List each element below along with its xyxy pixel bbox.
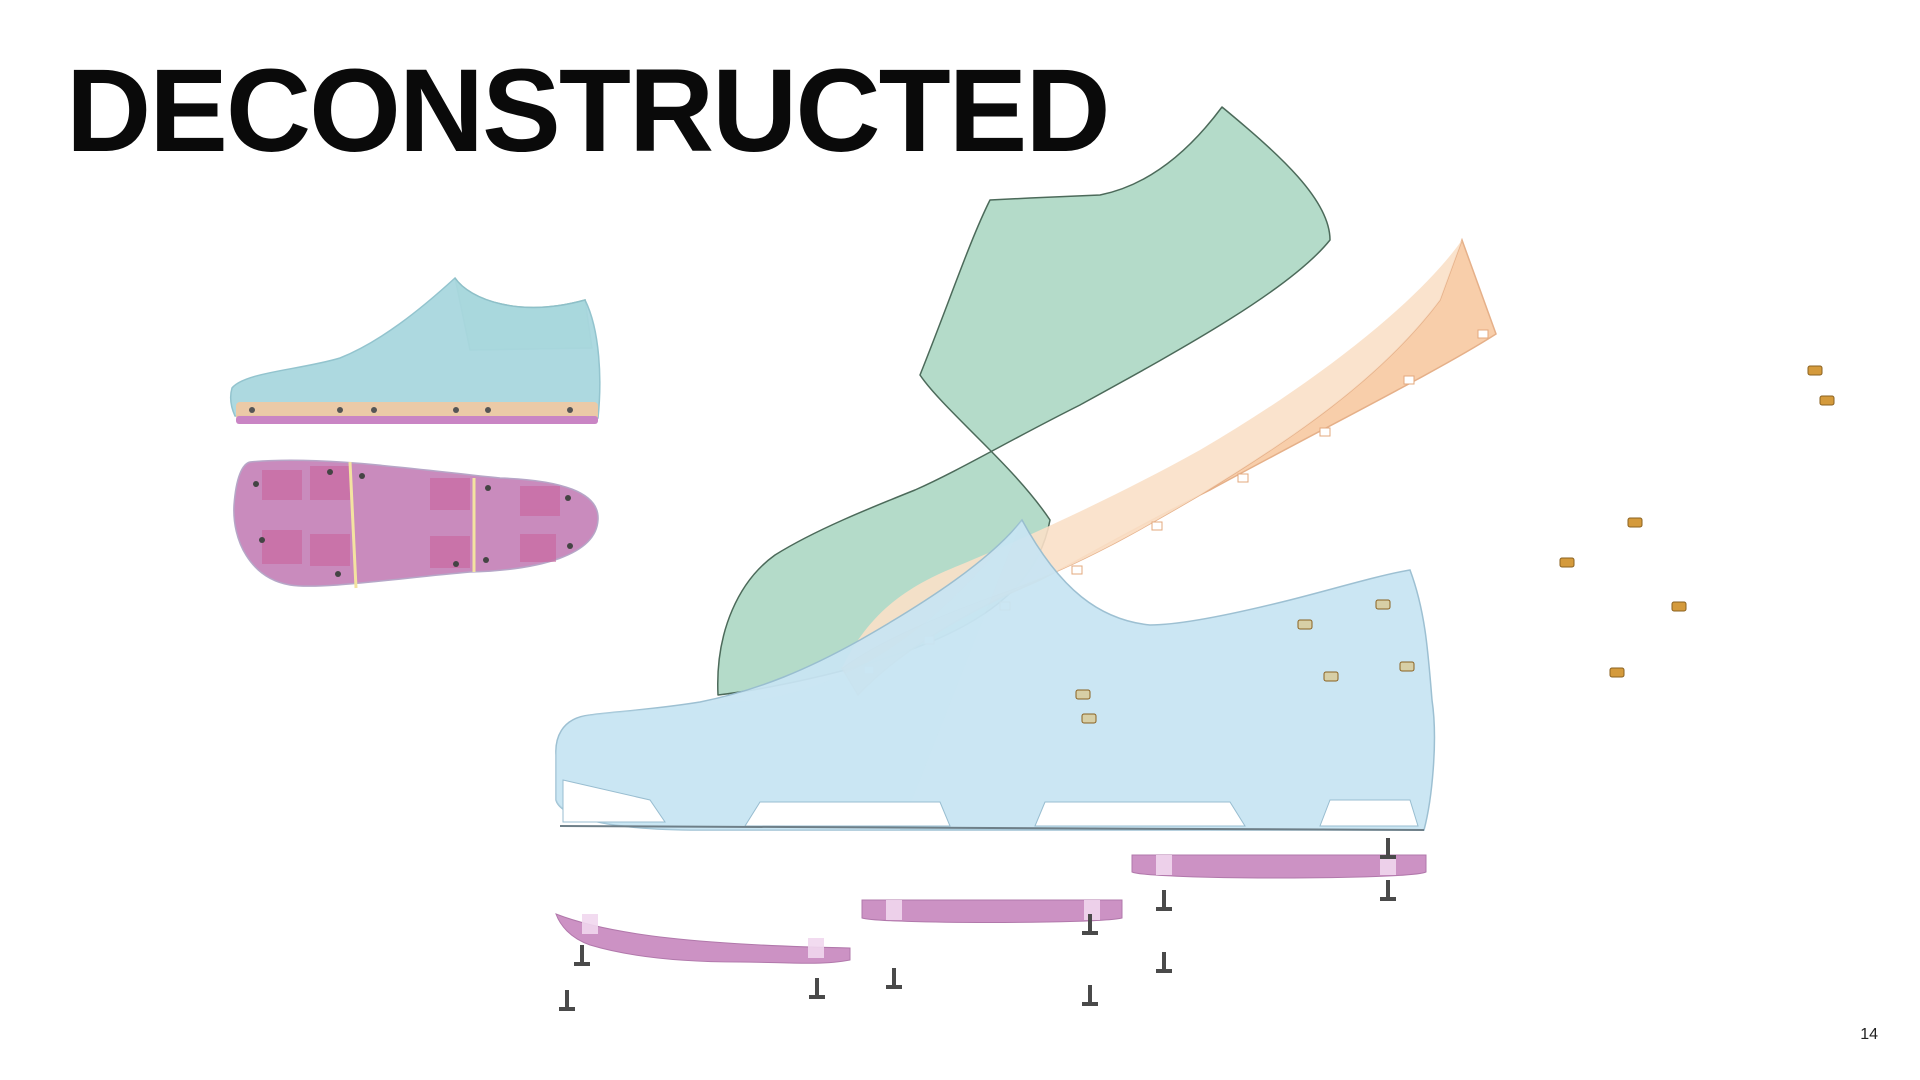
screw <box>559 990 575 1011</box>
screw <box>1156 890 1172 911</box>
assembled-shoe-side-view <box>230 276 601 424</box>
clip <box>1559 557 1575 568</box>
page-number: 14 <box>1860 1026 1878 1043</box>
assembled-midsole <box>236 402 598 420</box>
collar-main <box>717 106 1331 696</box>
outsole-segment-heel <box>1131 854 1427 879</box>
outsole-segment-toe <box>555 913 851 964</box>
clip <box>1627 517 1643 528</box>
screw <box>886 968 902 989</box>
exploded-screws <box>559 838 1396 1011</box>
assembled-outsole <box>236 416 598 424</box>
clip <box>1399 661 1415 672</box>
clip <box>1323 671 1339 682</box>
clip <box>1375 599 1391 610</box>
exploded-clips <box>1075 365 1835 724</box>
slide-title: DECONSTRUCTED <box>66 45 1111 177</box>
outsole-segment-mid <box>861 899 1123 923</box>
clip <box>1807 365 1823 376</box>
clip <box>1819 395 1835 406</box>
clip <box>1671 601 1687 612</box>
assembled-upper <box>230 276 601 419</box>
clip <box>1609 667 1625 678</box>
screw <box>1082 985 1098 1006</box>
screw <box>809 978 825 999</box>
clip <box>1075 689 1091 700</box>
upper-body <box>555 518 1436 831</box>
sole-seam-1 <box>348 461 358 589</box>
sole-screw-dots <box>253 469 573 577</box>
upper-bottom-edge <box>559 825 1425 831</box>
assembled-screws <box>249 407 573 413</box>
sole-tread-blocks <box>262 466 560 568</box>
screw <box>1380 880 1396 901</box>
exploded-outsole <box>555 854 1427 964</box>
screw <box>1380 838 1396 859</box>
exploded-upper <box>555 518 1436 831</box>
screw <box>1156 952 1172 973</box>
sole-bottom-view <box>233 459 599 589</box>
clip <box>1297 619 1313 630</box>
screw <box>1082 914 1098 935</box>
clip <box>1081 713 1097 724</box>
screw <box>574 945 590 966</box>
upper-front <box>556 520 1022 830</box>
upper-sole-cutouts <box>562 779 1419 827</box>
